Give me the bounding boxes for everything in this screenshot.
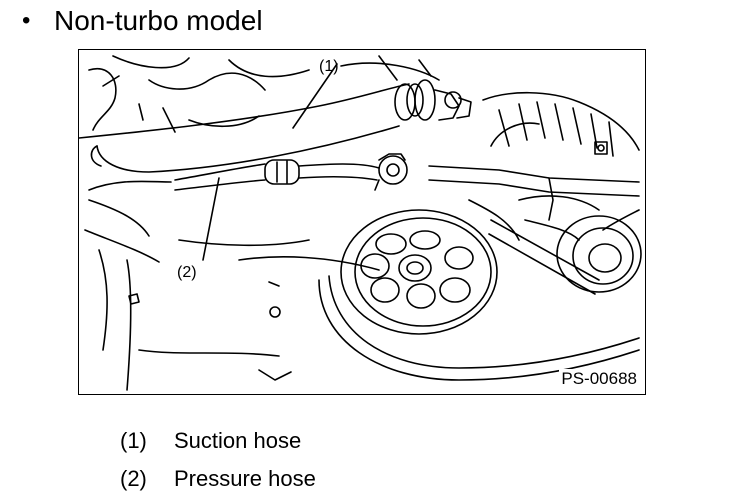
heading-text: Non-turbo model — [54, 5, 263, 36]
legend-number: (1) — [120, 428, 147, 453]
legend-item: (2) Pressure hose — [120, 460, 316, 498]
figure-code: PS-00688 — [559, 369, 639, 389]
callout-suction-hose: (1) — [319, 58, 339, 75]
legend-number: (2) — [120, 466, 147, 491]
figure-legend: (1) Suction hose (2) Pressure hose — [120, 422, 316, 498]
legend-label: Suction hose — [174, 428, 302, 453]
callout-pressure-hose: (2) — [177, 264, 197, 281]
engine-illustration: (1) (2) PS-00688 — [78, 49, 646, 395]
engine-line-drawing — [79, 55, 642, 391]
heading-bullet: • — [22, 7, 31, 34]
legend-label: Pressure hose — [174, 466, 316, 491]
legend-item: (1) Suction hose — [120, 422, 316, 460]
section-heading: • Non-turbo model — [22, 2, 263, 40]
